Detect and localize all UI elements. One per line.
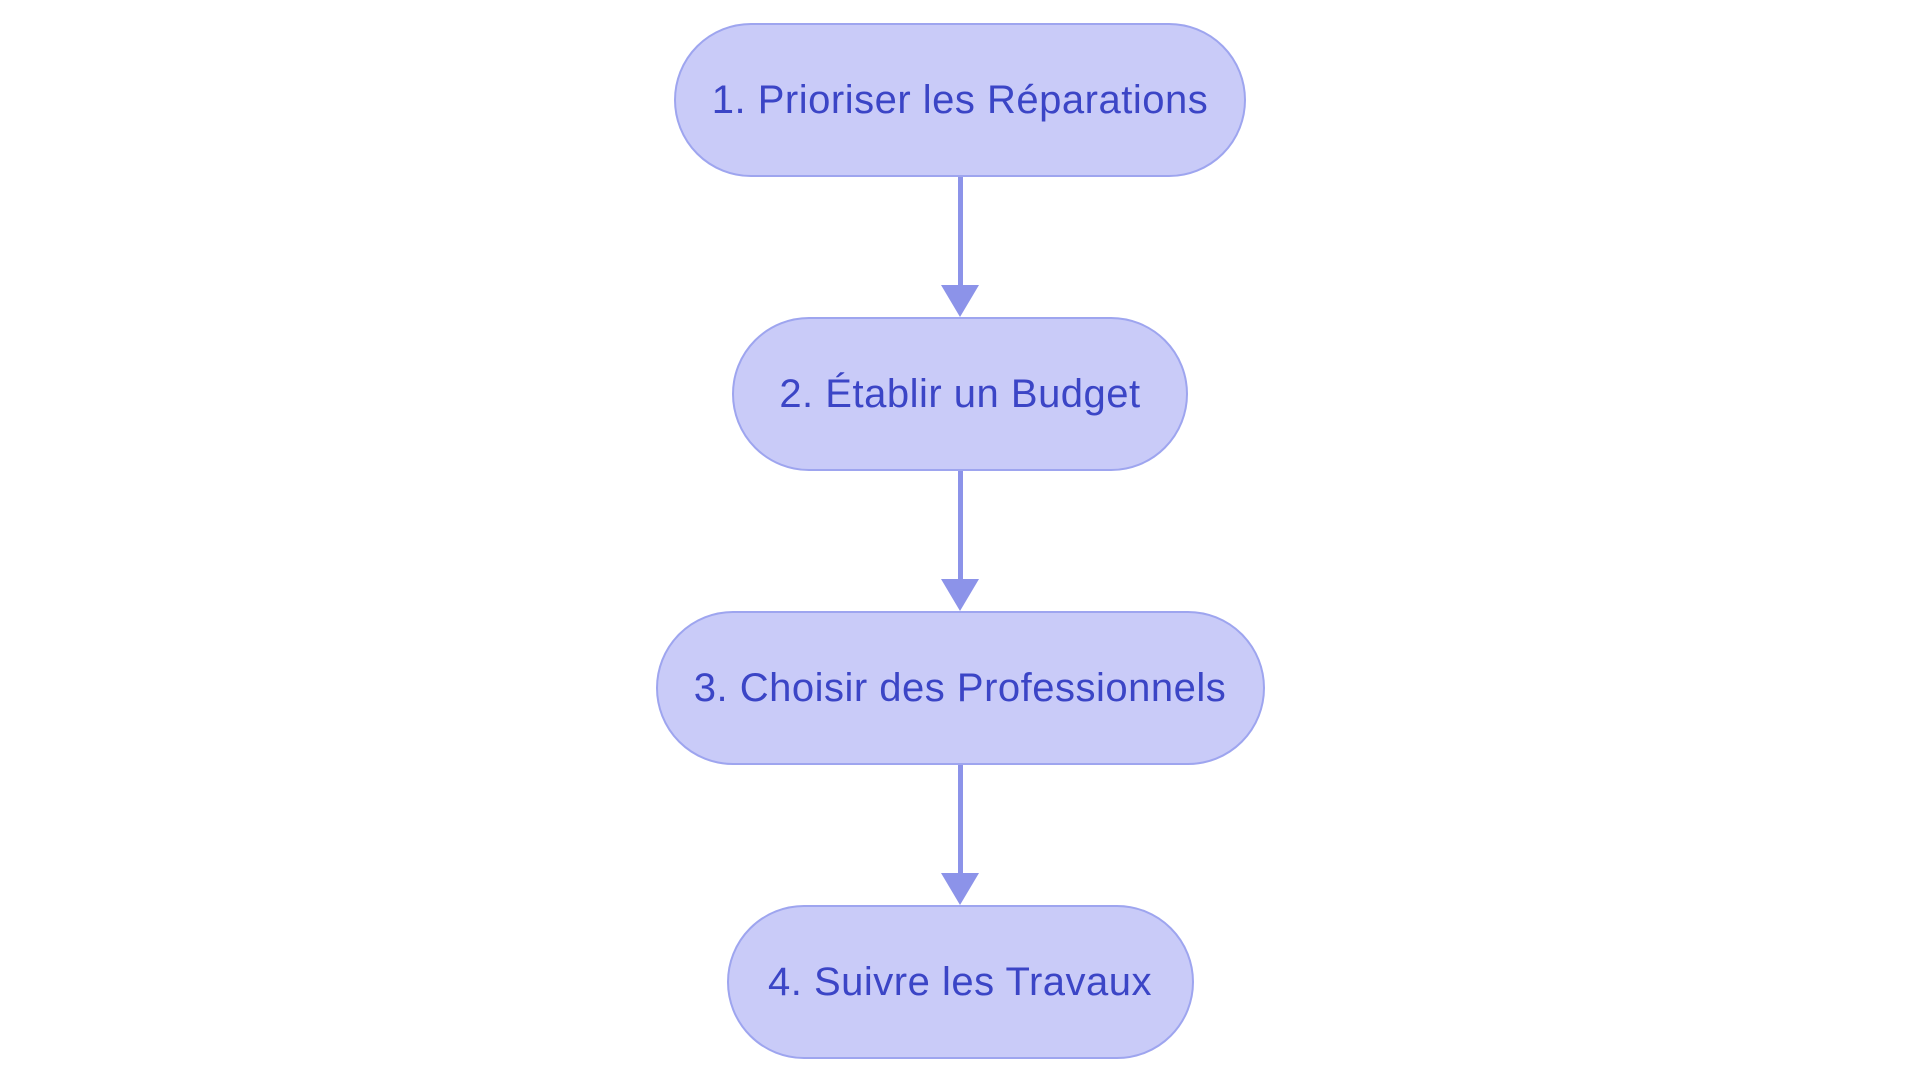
- flow-arrow-3-4: [941, 765, 979, 905]
- arrow-line: [957, 765, 963, 874]
- flow-node-step-4: 4. Suivre les Travaux: [726, 905, 1194, 1059]
- flow-node-label: 2. Établir un Budget: [779, 371, 1141, 416]
- flow-node-label: 1. Prioriser les Réparations: [711, 77, 1209, 122]
- flow-node-step-1: 1. Prioriser les Réparations: [674, 23, 1246, 177]
- flow-node-step-3: 3. Choisir des Professionnels: [655, 611, 1265, 765]
- arrow-line: [957, 177, 963, 286]
- flow-arrow-1-2: [941, 177, 979, 317]
- flow-arrow-2-3: [941, 471, 979, 611]
- arrow-head-down-icon: [941, 285, 979, 317]
- arrow-head-down-icon: [941, 579, 979, 611]
- flow-node-label: 3. Choisir des Professionnels: [693, 665, 1227, 710]
- flow-node-label: 4. Suivre les Travaux: [768, 959, 1152, 1004]
- flow-node-step-2: 2. Établir un Budget: [732, 317, 1188, 471]
- arrow-line: [957, 471, 963, 580]
- arrow-head-down-icon: [941, 873, 979, 905]
